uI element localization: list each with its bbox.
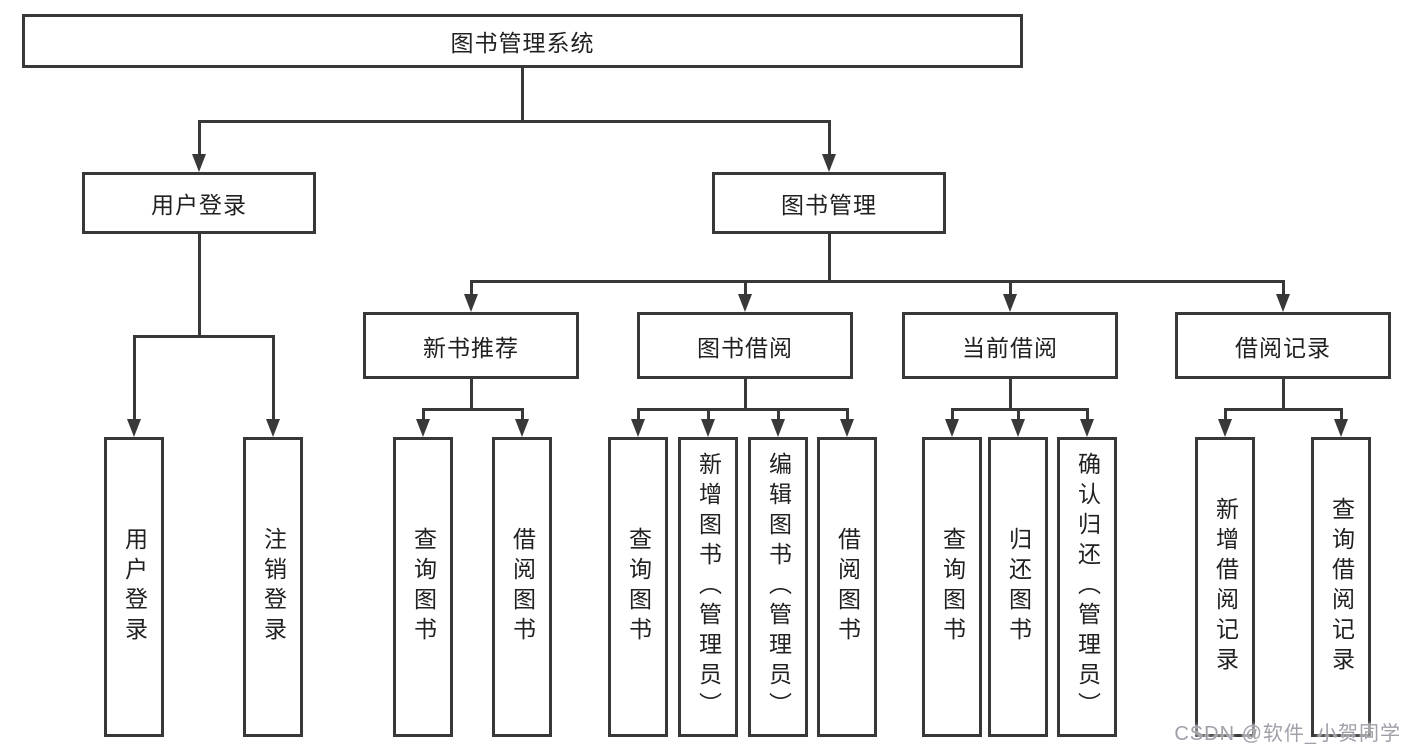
connector-trunk xyxy=(1282,379,1285,408)
node-user-login: 用户登录 xyxy=(82,172,316,234)
connector-root-trunk xyxy=(521,68,524,120)
arrow-down-icon xyxy=(771,419,785,437)
node-label: 注销登录 xyxy=(260,527,287,647)
connector-bar xyxy=(422,408,523,411)
connector-leaf-shaft xyxy=(846,408,849,421)
arrow-down-icon xyxy=(416,419,430,437)
leaf-logout: 注销登录 xyxy=(243,437,303,737)
arrow-down-icon xyxy=(1080,419,1094,437)
node-label: 用户登录 xyxy=(151,192,247,218)
connector-level3-shaft xyxy=(470,280,473,296)
arrow-down-icon xyxy=(1334,419,1348,437)
leaf-add-borrow-record: 新增借阅记录 xyxy=(1195,437,1255,737)
leaf-return-book: 归还图书 xyxy=(988,437,1048,737)
leaf-query-books-recommend: 查询图书 xyxy=(393,437,453,737)
connector-bar xyxy=(1224,408,1343,411)
leaf-borrow-books-recommend: 借阅图书 xyxy=(492,437,552,737)
arrow-down-icon xyxy=(1218,419,1232,437)
connector-level3-bar xyxy=(470,280,1284,283)
arrow-down-icon xyxy=(515,419,529,437)
connector-leaf-shaft xyxy=(777,408,780,421)
arrow-down-icon xyxy=(192,154,206,172)
arrow-down-icon xyxy=(840,419,854,437)
arrow-down-icon xyxy=(631,419,645,437)
connector-user-login-shaft xyxy=(198,120,201,156)
arrow-down-icon xyxy=(266,419,280,437)
node-label: 查询图书 xyxy=(939,527,966,647)
node-label: 借阅图书 xyxy=(509,527,536,647)
connector-book-mgmt-trunk xyxy=(828,234,831,280)
arrow-down-icon xyxy=(464,294,478,312)
connector-leaf-shaft xyxy=(951,408,954,421)
arrow-down-icon xyxy=(822,154,836,172)
leaf-borrow-books: 借阅图书 xyxy=(817,437,877,737)
watermark: CSDN @软件_小贺同学 xyxy=(1174,723,1401,745)
connector-level3-shaft xyxy=(744,280,747,296)
arrow-down-icon xyxy=(1003,294,1017,312)
node-library-management-system: 图书管理系统 xyxy=(22,14,1023,68)
connector-level3-shaft xyxy=(1282,280,1285,296)
connector-leaf-shaft xyxy=(521,408,524,421)
connector-leaf-shaft xyxy=(1017,408,1020,421)
node-label: 图书管理 xyxy=(781,192,877,218)
connector-leaf-shaft xyxy=(1086,408,1089,421)
node-new-book-recommend: 新书推荐 xyxy=(363,312,579,379)
connector-leaf-shaft xyxy=(272,335,275,421)
node-current-borrow: 当前借阅 xyxy=(902,312,1118,379)
leaf-query-borrow-record: 查询借阅记录 xyxy=(1311,437,1371,737)
connector-trunk xyxy=(744,379,747,408)
leaf-confirm-return-admin: 确认归还（管理员） xyxy=(1057,437,1117,737)
node-book-borrow: 图书借阅 xyxy=(637,312,853,379)
leaf-user-login: 用户登录 xyxy=(104,437,164,737)
node-label: 图书借阅 xyxy=(697,334,793,361)
leaf-edit-book-admin: 编辑图书（管理员） xyxy=(748,437,808,737)
arrow-down-icon xyxy=(701,419,715,437)
connector-leaf-shaft xyxy=(1224,408,1227,421)
connector-leaf-shaft xyxy=(1340,408,1343,421)
node-label: 查询图书 xyxy=(410,527,437,647)
connector-book-mgmt-shaft xyxy=(828,120,831,156)
connector-leaf-shaft xyxy=(637,408,640,421)
connector-leaf-shaft xyxy=(422,408,425,421)
connector-level3-shaft xyxy=(1009,280,1012,296)
connector-leaf-shaft xyxy=(133,335,136,421)
connector-user-login-trunk xyxy=(198,234,201,335)
arrow-down-icon xyxy=(945,419,959,437)
arrow-down-icon xyxy=(1011,419,1025,437)
connector-user-login-bar xyxy=(133,335,275,338)
node-label: 当前借阅 xyxy=(962,334,1058,361)
connector-bar xyxy=(637,408,849,411)
arrow-down-icon xyxy=(738,294,752,312)
connector-leaf-shaft xyxy=(707,408,710,421)
node-label: 新增借阅记录 xyxy=(1212,497,1239,677)
leaf-query-books-current: 查询图书 xyxy=(922,437,982,737)
node-label: 新增图书（管理员） xyxy=(695,452,722,722)
node-label: 确认归还（管理员） xyxy=(1074,452,1101,722)
connector-trunk xyxy=(470,379,473,408)
node-label: 用户登录 xyxy=(121,527,148,647)
node-label: 借阅图书 xyxy=(834,527,861,647)
node-label: 借阅记录 xyxy=(1235,334,1331,361)
node-label: 查询图书 xyxy=(625,527,652,647)
arrow-down-icon xyxy=(1276,294,1290,312)
node-label: 图书管理系统 xyxy=(450,30,595,56)
leaf-add-book-admin: 新增图书（管理员） xyxy=(678,437,738,737)
node-label: 查询借阅记录 xyxy=(1328,497,1355,677)
connector-trunk xyxy=(1009,379,1012,408)
node-borrow-records: 借阅记录 xyxy=(1175,312,1391,379)
node-label: 编辑图书（管理员） xyxy=(765,452,792,722)
connector-level2-bar xyxy=(198,120,831,123)
node-book-management: 图书管理 xyxy=(712,172,946,234)
node-label: 新书推荐 xyxy=(423,334,519,361)
node-label: 归还图书 xyxy=(1005,527,1032,647)
leaf-query-books-borrow: 查询图书 xyxy=(608,437,668,737)
arrow-down-icon xyxy=(127,419,141,437)
